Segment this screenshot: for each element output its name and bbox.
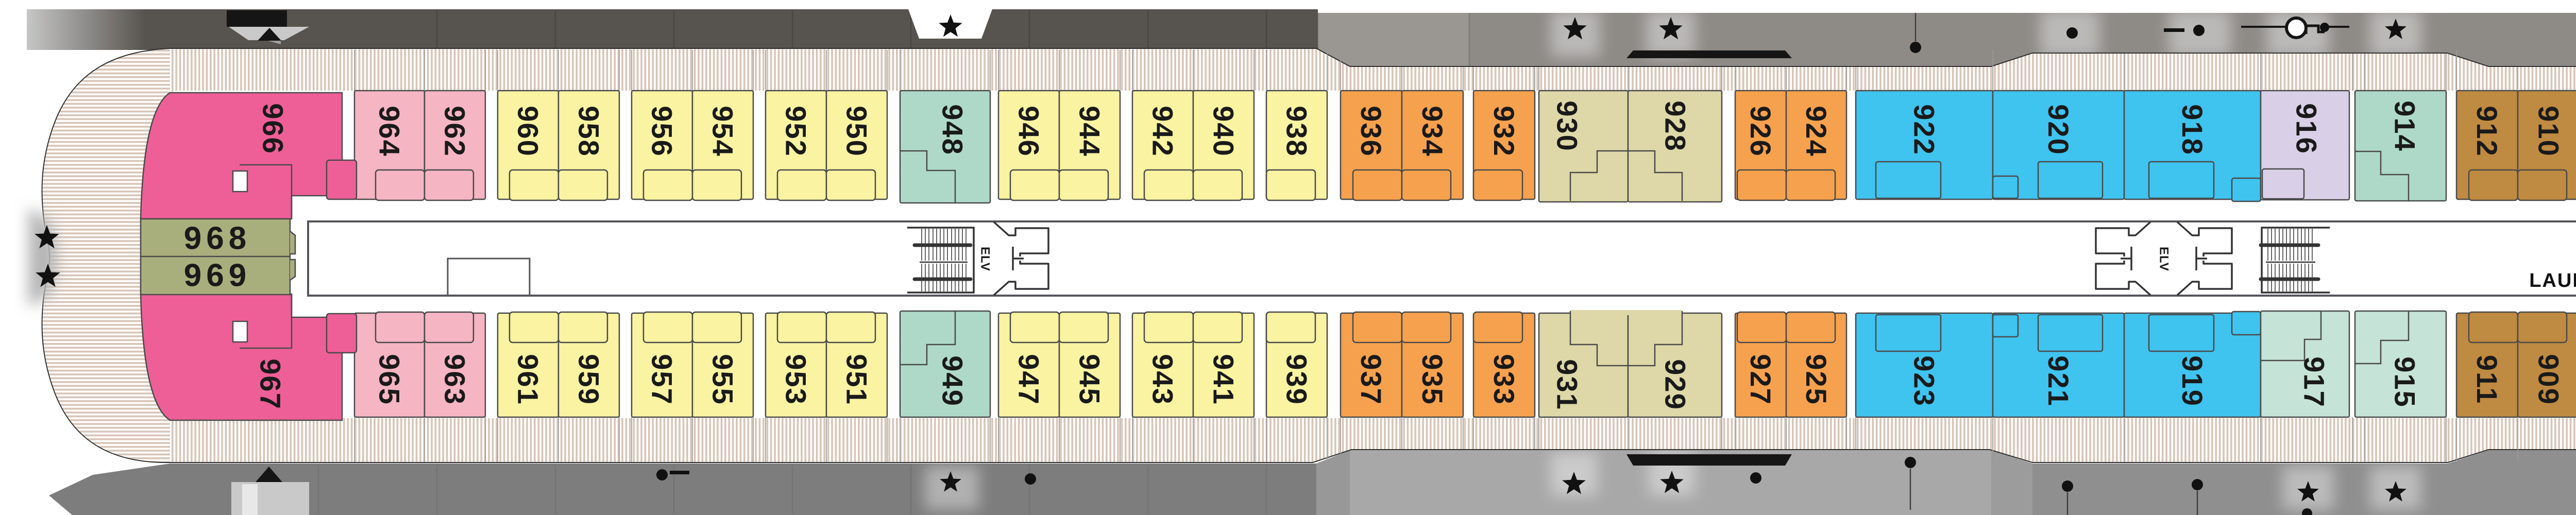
svg-text:962: 962 bbox=[439, 106, 471, 157]
svg-text:934: 934 bbox=[1416, 106, 1449, 157]
svg-text:955: 955 bbox=[707, 354, 739, 405]
svg-text:949: 949 bbox=[937, 355, 969, 406]
svg-text:936: 936 bbox=[1355, 106, 1387, 157]
svg-text:ELV: ELV bbox=[2157, 247, 2171, 271]
svg-text:914: 914 bbox=[2389, 100, 2421, 151]
svg-text:931: 931 bbox=[1551, 359, 1584, 410]
svg-text:963: 963 bbox=[439, 354, 471, 405]
svg-text:957: 957 bbox=[646, 354, 679, 405]
svg-text:927: 927 bbox=[1744, 354, 1777, 405]
svg-text:953: 953 bbox=[780, 354, 812, 405]
svg-text:945: 945 bbox=[1074, 354, 1106, 405]
svg-text:958: 958 bbox=[573, 106, 605, 157]
svg-text:919: 919 bbox=[2176, 355, 2209, 406]
svg-text:923: 923 bbox=[1908, 355, 1941, 406]
svg-text:943: 943 bbox=[1147, 354, 1179, 405]
svg-text:911: 911 bbox=[2471, 355, 2503, 404]
svg-text:947: 947 bbox=[1013, 354, 1045, 405]
svg-text:912: 912 bbox=[2471, 106, 2503, 157]
svg-text:915: 915 bbox=[2389, 356, 2421, 407]
svg-text:959: 959 bbox=[573, 354, 605, 405]
svg-text:918: 918 bbox=[2176, 104, 2209, 155]
svg-text:952: 952 bbox=[780, 106, 812, 157]
svg-text:954: 954 bbox=[707, 106, 739, 157]
svg-text:930: 930 bbox=[1551, 100, 1584, 151]
svg-text:967: 967 bbox=[255, 358, 287, 409]
svg-text:948: 948 bbox=[937, 104, 969, 155]
svg-text:922: 922 bbox=[1908, 104, 1941, 155]
svg-text:929: 929 bbox=[1659, 359, 1692, 410]
svg-text:910: 910 bbox=[2533, 106, 2565, 157]
svg-text:944: 944 bbox=[1074, 106, 1106, 157]
svg-text:946: 946 bbox=[1013, 106, 1045, 157]
svg-text:937: 937 bbox=[1355, 354, 1387, 405]
svg-text:960: 960 bbox=[512, 106, 545, 157]
svg-text:939: 939 bbox=[1281, 354, 1313, 405]
svg-text:935: 935 bbox=[1416, 354, 1449, 405]
svg-text:917: 917 bbox=[2298, 356, 2331, 407]
svg-text:ELV: ELV bbox=[978, 247, 992, 271]
svg-text:950: 950 bbox=[841, 106, 873, 157]
svg-text:942: 942 bbox=[1147, 106, 1179, 157]
svg-text:909: 909 bbox=[2533, 354, 2565, 405]
svg-text:951: 951 bbox=[841, 354, 873, 405]
svg-text:966: 966 bbox=[257, 103, 290, 154]
svg-text:964: 964 bbox=[374, 106, 406, 157]
svg-text:965: 965 bbox=[374, 354, 406, 405]
svg-text:LAUNDRETTE: LAUNDRETTE bbox=[2529, 270, 2576, 291]
svg-text:924: 924 bbox=[1800, 106, 1833, 157]
svg-text:940: 940 bbox=[1208, 106, 1240, 157]
svg-text:938: 938 bbox=[1281, 106, 1313, 157]
svg-text:926: 926 bbox=[1744, 106, 1777, 157]
svg-text:933: 933 bbox=[1488, 354, 1520, 405]
svg-text:961: 961 bbox=[512, 354, 545, 405]
svg-text:920: 920 bbox=[2042, 104, 2075, 155]
svg-text:925: 925 bbox=[1800, 354, 1833, 405]
svg-text:956: 956 bbox=[646, 106, 679, 157]
svg-text:928: 928 bbox=[1659, 100, 1692, 151]
svg-text:916: 916 bbox=[2291, 103, 2323, 154]
svg-text:968: 968 bbox=[184, 221, 251, 256]
svg-text:932: 932 bbox=[1488, 106, 1520, 157]
svg-text:921: 921 bbox=[2042, 355, 2075, 406]
svg-text:969: 969 bbox=[184, 258, 251, 294]
svg-text:941: 941 bbox=[1208, 354, 1240, 405]
